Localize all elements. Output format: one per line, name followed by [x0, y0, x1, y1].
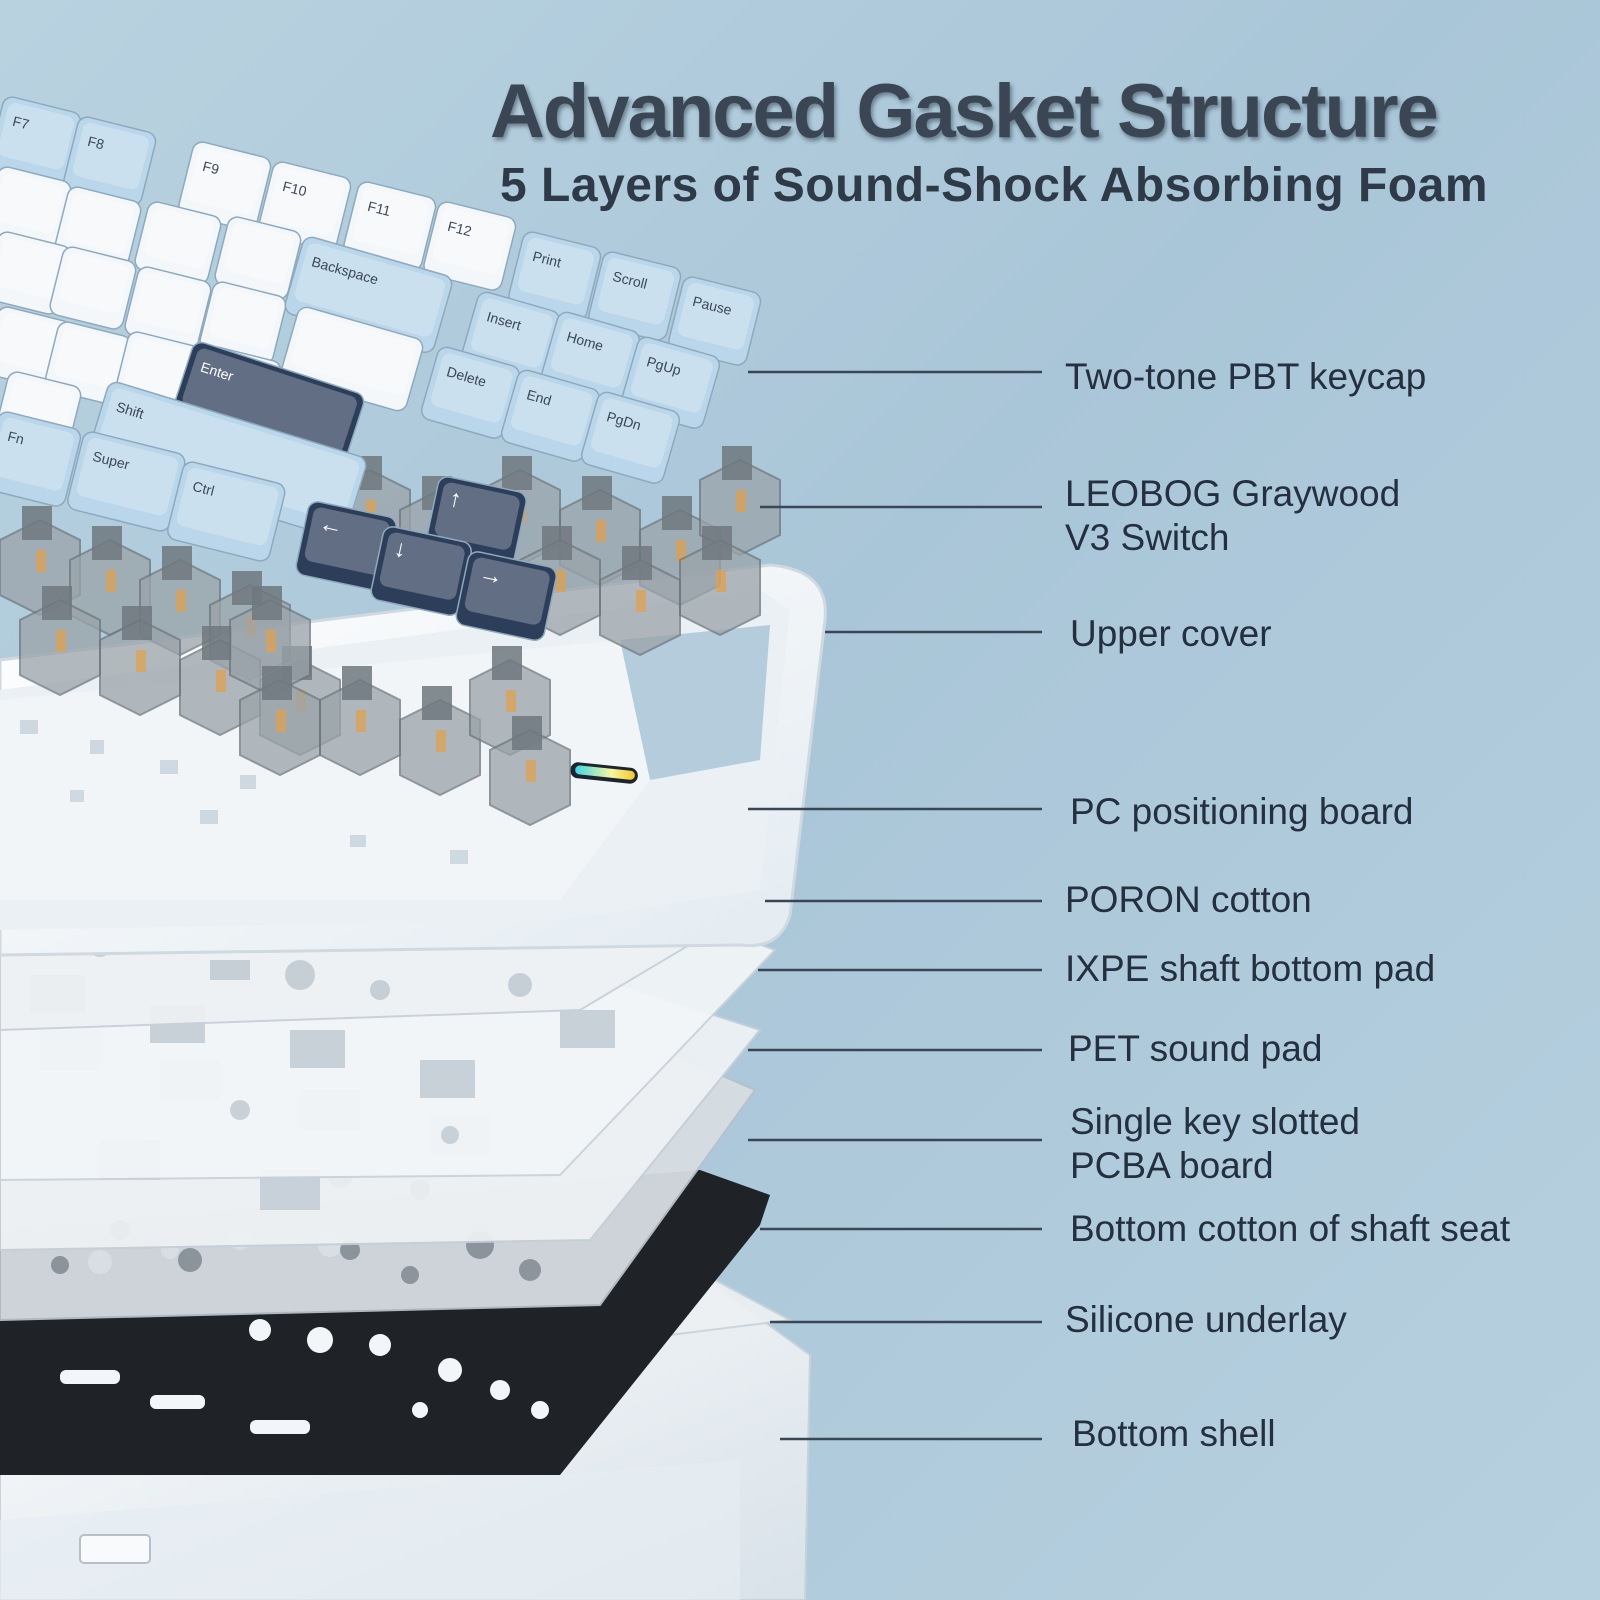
callout-line: Bottom cotton of shaft seat	[1070, 1208, 1511, 1249]
callout-line: V3 Switch	[1065, 517, 1230, 558]
callout-line: Single key slotted	[1070, 1101, 1361, 1142]
keycap-alpha	[214, 216, 302, 300]
keycap-pgdn: PgDn	[580, 391, 681, 484]
keycap-alpha	[199, 281, 287, 365]
callout-bottom-cotton: Bottom cotton of shaft seat	[1070, 1207, 1510, 1251]
keycap-fn: Fn	[0, 411, 82, 507]
keycap-scroll: Scroll	[588, 251, 682, 341]
keycap-home: Home	[540, 311, 641, 404]
keycap-label: End	[525, 386, 553, 408]
keycap-delete: Delete	[420, 346, 521, 439]
callout-keycap: Two-tone PBT keycap	[1065, 355, 1426, 399]
callout-line: Upper cover	[1070, 613, 1272, 654]
keycap-f7: F7	[0, 96, 82, 186]
keycap-label: F9	[201, 158, 221, 178]
keycap-arrow-down: ↓	[370, 526, 472, 616]
leader-lines	[748, 370, 1042, 1441]
keycap-pause: Pause	[668, 276, 762, 366]
callout-upper-cover: Upper cover	[1070, 612, 1272, 656]
keycap-label: Ctrl	[191, 478, 216, 499]
keycap-label: F7	[11, 113, 31, 133]
callout-line: Bottom shell	[1072, 1413, 1276, 1454]
poster-subtitle: 5 Layers of Sound-Shock Absorbing Foam	[500, 159, 1488, 212]
keycap-shift: Shift	[86, 381, 367, 539]
keycap-ctrl: Ctrl	[167, 461, 286, 562]
keycap-pgup: PgUp	[620, 336, 721, 429]
keycap-label: F11	[366, 198, 392, 219]
callout-silicone: Silicone underlay	[1065, 1298, 1347, 1342]
keycap-label: Shift	[114, 398, 146, 422]
callout-pc-board: PC positioning board	[1070, 790, 1414, 834]
callout-ixpe: IXPE shaft bottom pad	[1065, 947, 1435, 991]
callout-line: Silicone underlay	[1065, 1299, 1347, 1340]
callout-line: PCBA board	[1070, 1145, 1274, 1186]
keycap-print: Print	[508, 231, 602, 321]
keycap-label: F12	[446, 218, 473, 239]
keycap-label: ←	[317, 510, 346, 541]
keycap-alpha	[49, 246, 137, 330]
keycap-alpha	[0, 231, 72, 315]
callout-line: PET sound pad	[1068, 1028, 1323, 1069]
switch	[679, 526, 761, 637]
callout-pet: PET sound pad	[1068, 1027, 1322, 1071]
callout-line: PORON cotton	[1065, 879, 1312, 920]
keycap-label: ↑	[447, 485, 464, 514]
keycap-alpha	[124, 266, 212, 350]
keycap-f9: F9	[178, 141, 272, 231]
keycap-label: Fn	[6, 428, 26, 447]
keycap-label: F8	[86, 133, 106, 153]
keycap-f8: F8	[63, 116, 157, 206]
keycap-f12: F12	[423, 201, 517, 291]
keycap-label: Print	[531, 248, 563, 271]
callout-poron: PORON cotton	[1065, 878, 1312, 922]
keycap-super: Super	[67, 431, 186, 532]
switch	[99, 606, 181, 717]
callout-line: IXPE shaft bottom pad	[1065, 948, 1436, 989]
callout-line: LEOBOG Graywood	[1065, 473, 1401, 514]
switch	[239, 666, 321, 777]
keycap-label: →	[477, 560, 506, 591]
keycap-arrow-right: →	[455, 551, 557, 641]
callout-bottom-shell: Bottom shell	[1072, 1412, 1276, 1456]
keycap-label: F10	[281, 178, 308, 199]
callout-line: PC positioning board	[1070, 791, 1414, 832]
callout-line: Two-tone PBT keycap	[1065, 356, 1427, 397]
switch	[399, 686, 481, 797]
keycaps-group: F7F8F9F10F11F12PrintScrollPauseBackspace…	[0, 96, 762, 641]
keycap-label: ↓	[392, 535, 409, 564]
switch	[489, 716, 571, 827]
poster-title: Advanced Gasket Structure	[490, 69, 1439, 154]
callout-switch: LEOBOG Graywood V3 Switch	[1065, 472, 1400, 560]
switch	[599, 546, 681, 657]
callout-pcba: Single key slotted PCBA board	[1070, 1100, 1360, 1188]
keycap-enter: Enter	[172, 341, 365, 470]
switch	[319, 666, 401, 777]
